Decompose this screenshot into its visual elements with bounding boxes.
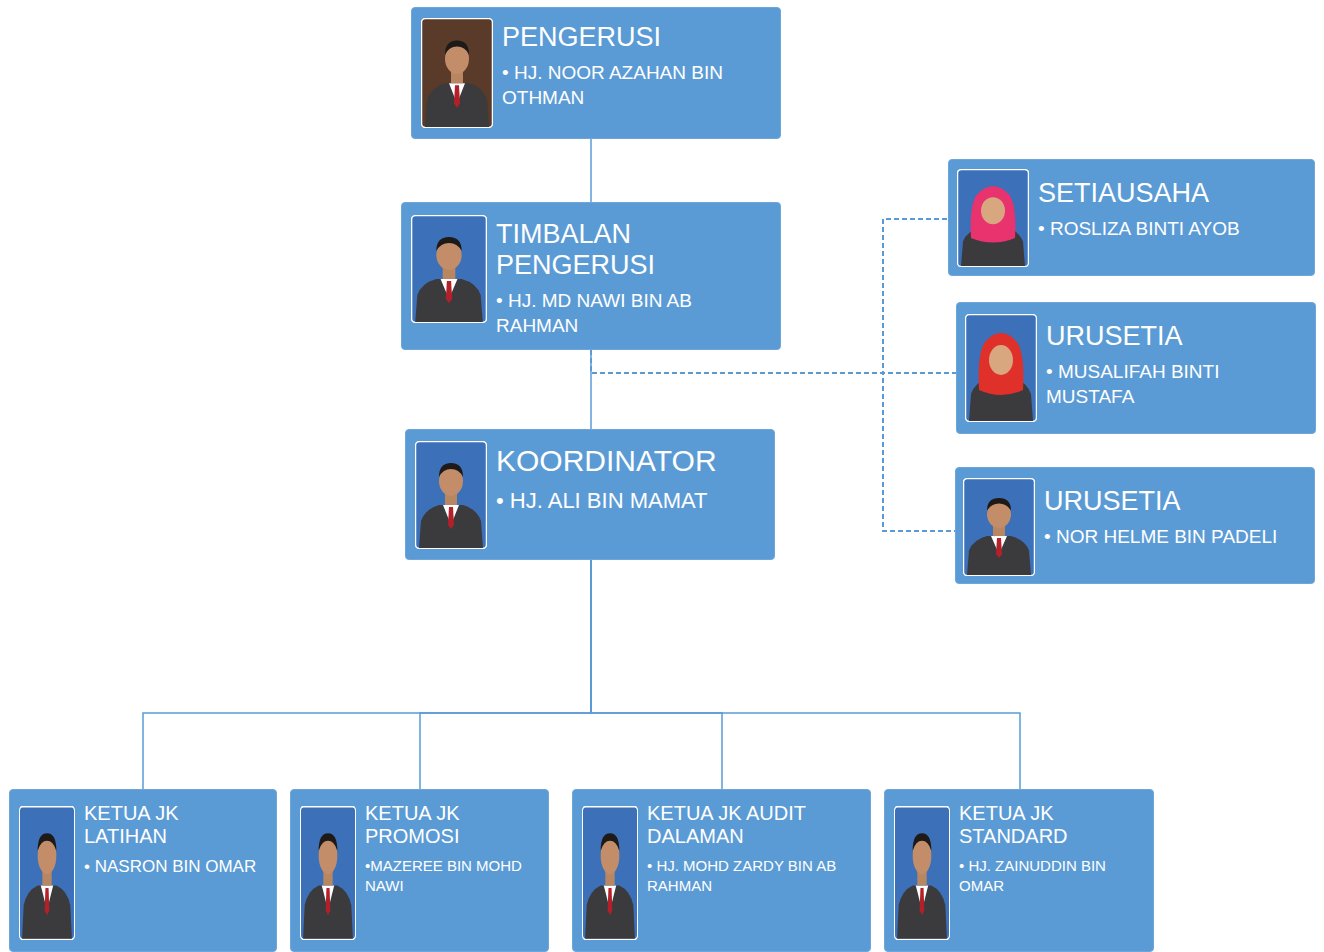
photo-suit	[415, 279, 483, 322]
photo-ground	[19, 807, 74, 940]
text-column: URUSETIA • MUSALIFAH BINTI MUSTAFA	[1046, 321, 1305, 409]
person-name: • MUSALIFAH BINTI MUSTAFA	[1046, 360, 1305, 409]
photo-ground	[422, 19, 493, 128]
text-column: KETUA JK AUDIT DALAMAN • HJ. MOHD ZARDY B…	[647, 802, 860, 895]
photo-hair	[987, 498, 1011, 511]
portrait-photo	[957, 169, 1029, 267]
photo-ground	[966, 315, 1037, 422]
person-name: • HJ. MOHD ZARDY BIN AB RAHMAN	[647, 856, 860, 895]
org-box: TIMBALAN PENGERUSI • HJ. MD NAWI BIN AB R…	[401, 202, 781, 350]
photo-tie	[326, 888, 331, 915]
photo-ground	[582, 807, 637, 940]
org-box: SETIAUSAHA • ROSLIZA BINTI AYOB	[948, 159, 1315, 276]
photo-tie	[454, 85, 460, 107]
photo-ground	[300, 807, 355, 940]
role-heading: KETUA JK LATIHAN	[84, 802, 266, 848]
photo-suit	[22, 885, 72, 938]
person-name: • HJ. NOOR AZAHAN BIN OTHMAN	[502, 61, 770, 110]
photo-suit	[419, 505, 483, 548]
photo-hair	[601, 833, 620, 850]
person-name: • HJ. ZAINUDDIN BIN OMAR	[959, 856, 1143, 895]
photo-face	[989, 345, 1013, 375]
person-name: •MAZEREE BIN MOHD NAWI	[365, 856, 538, 895]
photo-ground	[416, 442, 487, 549]
photo-suit	[897, 885, 947, 938]
org-box: PENGERUSI • HJ. NOOR AZAHAN BIN OTHMAN	[411, 7, 781, 139]
portrait-photo	[965, 314, 1037, 422]
org-box: KETUA JK AUDIT DALAMAN • HJ. MOHD ZARDY B…	[572, 789, 871, 952]
photo-hair	[38, 833, 57, 850]
photo-tie	[996, 538, 1002, 558]
text-column: URUSETIA • NOR HELME BIN PADELI	[1044, 486, 1304, 550]
text-column: KETUA JK LATIHAN • NASRON BIN OMAR	[84, 802, 266, 878]
role-heading: KOORDINATOR	[496, 444, 764, 479]
org-box: URUSETIA • NOR HELME BIN PADELI	[955, 467, 1315, 584]
portrait-photo	[582, 806, 638, 940]
role-heading: URUSETIA	[1046, 321, 1305, 352]
person-name: • NOR HELME BIN PADELI	[1044, 525, 1304, 550]
org-box: KOORDINATOR • HJ. ALI BIN MAMAT	[405, 429, 775, 560]
photo-tie	[446, 281, 452, 303]
photo-scarf	[979, 333, 1024, 395]
person-name: • HJ. ALI BIN MAMAT	[496, 487, 764, 516]
text-column: KETUA JK PROMOSI •MAZEREE BIN MOHD NAWI	[365, 802, 538, 895]
role-heading: PENGERUSI	[502, 22, 770, 53]
role-heading: TIMBALAN PENGERUSI	[496, 219, 770, 281]
photo-tie	[45, 888, 50, 915]
org-box: KETUA JK STANDARD • HJ. ZAINUDDIN BIN OMA…	[884, 789, 1154, 952]
portrait-photo	[963, 478, 1035, 576]
portrait-photo	[411, 215, 487, 323]
photo-ground	[964, 478, 1035, 575]
role-heading: KETUA JK PROMOSI	[365, 802, 538, 848]
org-box: URUSETIA • MUSALIFAH BINTI MUSTAFA	[956, 302, 1316, 434]
text-column: PENGERUSI • HJ. NOOR AZAHAN BIN OTHMAN	[502, 22, 770, 110]
photo-hair	[319, 833, 338, 850]
photo-suit	[425, 83, 489, 127]
person-name: • NASRON BIN OMAR	[84, 856, 266, 878]
portrait-photo	[300, 806, 356, 940]
text-column: TIMBALAN PENGERUSI • HJ. MD NAWI BIN AB R…	[496, 219, 770, 338]
person-name: • HJ. MD NAWI BIN AB RAHMAN	[496, 289, 770, 338]
photo-ground	[894, 807, 949, 940]
text-column: KETUA JK STANDARD • HJ. ZAINUDDIN BIN OMA…	[959, 802, 1143, 895]
role-heading: URUSETIA	[1044, 486, 1304, 517]
text-column: SETIAUSAHA • ROSLIZA BINTI AYOB	[1038, 178, 1304, 242]
role-heading: KETUA JK AUDIT DALAMAN	[647, 802, 860, 848]
reporting-line	[590, 139, 592, 202]
reporting-line	[591, 560, 722, 789]
photo-suit	[585, 885, 635, 938]
photo-tie	[920, 888, 925, 915]
portrait-photo	[19, 806, 75, 940]
photo-hair	[436, 237, 461, 251]
photo-ground	[412, 216, 487, 323]
photo-hair	[913, 833, 932, 850]
reporting-line	[420, 560, 591, 789]
photo-suit	[967, 536, 1031, 575]
reporting-line	[143, 560, 591, 789]
photo-ground	[958, 169, 1029, 266]
org-box: KETUA JK PROMOSI •MAZEREE BIN MOHD NAWI	[290, 789, 549, 952]
role-heading: KETUA JK STANDARD	[959, 802, 1143, 848]
photo-scarf	[971, 186, 1016, 242]
text-column: KOORDINATOR • HJ. ALI BIN MAMAT	[496, 444, 764, 515]
portrait-photo	[421, 18, 493, 128]
photo-suit	[303, 885, 353, 938]
org-box: KETUA JK LATIHAN • NASRON BIN OMAR	[9, 789, 277, 952]
photo-face	[981, 197, 1005, 224]
photo-tie	[608, 888, 613, 915]
portrait-photo	[415, 441, 487, 549]
staff-line	[591, 350, 956, 373]
photo-tie	[448, 507, 454, 529]
portrait-photo	[894, 806, 950, 940]
photo-hair	[439, 463, 463, 477]
person-name: • ROSLIZA BINTI AYOB	[1038, 217, 1304, 242]
reporting-line	[591, 560, 1020, 789]
role-heading: SETIAUSAHA	[1038, 178, 1304, 209]
photo-hair	[445, 40, 469, 54]
